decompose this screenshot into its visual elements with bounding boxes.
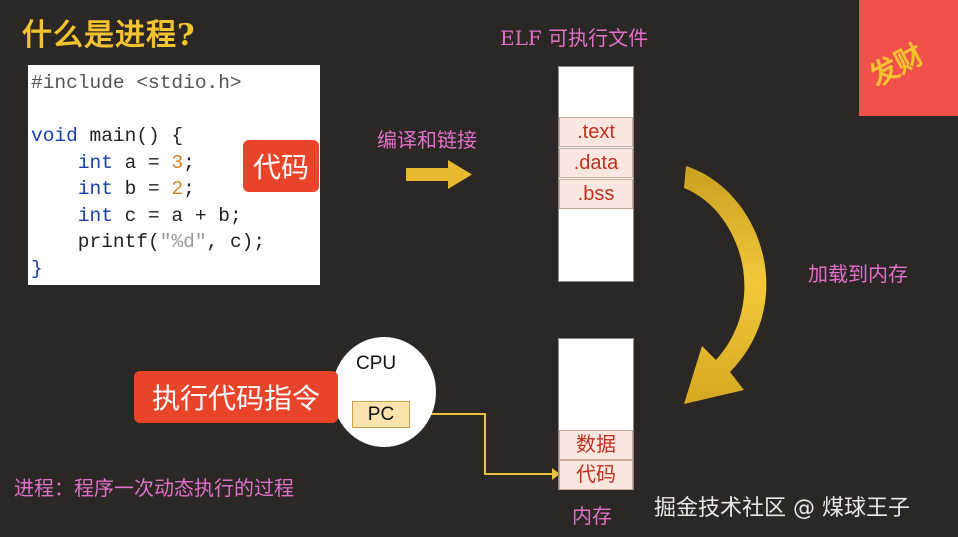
pc-register: PC [352, 401, 410, 428]
process-definition: 进程：程序一次动态执行的过程 [14, 476, 294, 500]
elf-segment-text: .text [559, 117, 633, 147]
watermark: 掘金技术社区 @ 煤球王子 [654, 496, 910, 521]
compile-arrow [406, 160, 472, 189]
memory-segment-code: 代码 [559, 460, 633, 490]
pc-pointer-line [410, 413, 552, 475]
corner-badge [859, 0, 958, 116]
elf-file-box: .text .data .bss [558, 66, 634, 282]
code-line: int c = a + b; [77, 204, 242, 227]
compile-label: 编译和链接 [377, 128, 477, 152]
load-label: 加载到内存 [808, 262, 908, 286]
code-line: printf("%d", c); [31, 231, 266, 253]
code-line: } [31, 257, 43, 280]
load-arrow [684, 166, 767, 404]
exec-badge: 执行代码指令 [134, 371, 338, 423]
memory-label: 内存 [572, 504, 612, 528]
elf-segment-bss: .bss [559, 179, 633, 209]
pc-pointer-head [552, 468, 560, 480]
code-line [31, 97, 320, 124]
code-line: int a = 3; [77, 151, 195, 174]
cpu-circle [332, 337, 436, 447]
code-line: int b = 2; [77, 178, 195, 200]
code-line: void main() { [31, 125, 184, 147]
elf-segment-data: .data [559, 148, 633, 178]
code-panel: #include <stdio.h> void main() { int a = … [28, 65, 320, 285]
code-line: #include <stdio.h> [31, 72, 242, 94]
elf-title: ELF 可执行文件 [500, 26, 649, 50]
memory-segment-data: 数据 [559, 430, 633, 460]
code-listing: #include <stdio.h> void main() { int a = … [28, 65, 320, 282]
page-title: 什么是进程? [22, 18, 196, 53]
memory-box: 数据 代码 [558, 338, 634, 490]
code-badge: 代码 [243, 140, 319, 192]
cpu-label: CPU [356, 353, 397, 374]
